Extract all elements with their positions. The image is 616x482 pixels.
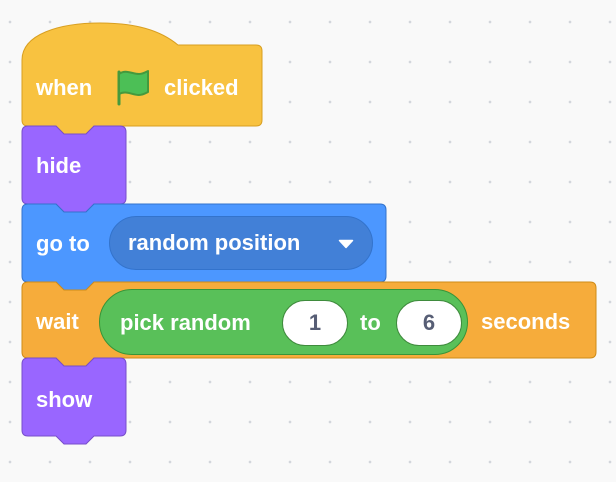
seconds-label: seconds — [481, 309, 571, 334]
when-label: when — [36, 75, 93, 100]
pick-random-label: pick random — [120, 310, 251, 335]
clicked-label: clicked — [164, 75, 239, 100]
show-label: show — [36, 387, 93, 412]
random-to-input[interactable]: 6 — [396, 300, 462, 346]
dropdown-arrow-icon — [338, 239, 354, 249]
random-from-input[interactable]: 1 — [282, 300, 348, 346]
show-block[interactable] — [21, 357, 127, 445]
hide-label: hide — [36, 153, 82, 178]
green-flag-icon — [117, 70, 149, 106]
pick-random-reporter[interactable]: pick random 1 to 6 — [99, 289, 468, 355]
position-dropdown-value: random position — [128, 230, 301, 255]
to-label: to — [360, 310, 381, 335]
position-dropdown[interactable]: random position — [109, 216, 373, 270]
go-to-label: go to — [36, 231, 90, 256]
wait-label: wait — [36, 309, 79, 334]
